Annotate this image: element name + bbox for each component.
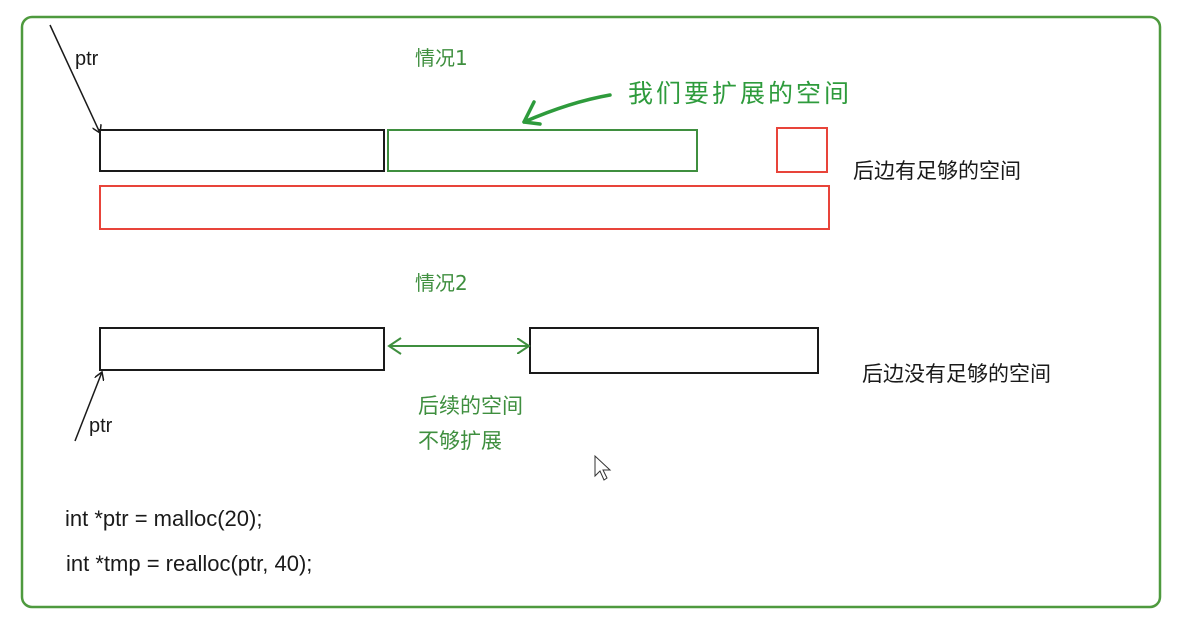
ptr-arrow-case1 [49, 24, 100, 133]
case1-title: 情况1 [415, 46, 468, 70]
realloc-result-block [99, 185, 830, 230]
gap-note-line1: 后续的空间 [418, 394, 523, 418]
gap-note-line2: 不够扩展 [418, 429, 502, 453]
original-block-case1 [99, 129, 385, 172]
extend-annotation: 我们要扩展的空间 [628, 79, 852, 108]
case2-title: 情况2 [415, 271, 468, 295]
diagram-frame [20, 15, 1162, 609]
extension-block [387, 129, 698, 172]
extend-pointer-arrow [522, 93, 612, 126]
code-line-realloc: int *tmp = realloc(ptr, 40); [66, 551, 312, 576]
ptr-label-case2: ptr [89, 415, 113, 437]
ptr-label-case1: ptr [75, 48, 99, 70]
code-line-malloc: int *ptr = malloc(20); [65, 506, 262, 531]
gap-arrow-left-head [387, 337, 402, 355]
case2-side-note: 后边没有足够的空间 [862, 362, 1051, 386]
case1-side-note: 后边有足够的空间 [853, 159, 1021, 183]
small-red-block [776, 127, 828, 173]
ptr-arrow-case2 [74, 372, 102, 442]
occupied-block [529, 327, 819, 374]
mouse-cursor-icon [594, 454, 612, 481]
original-block-case2 [99, 327, 385, 371]
